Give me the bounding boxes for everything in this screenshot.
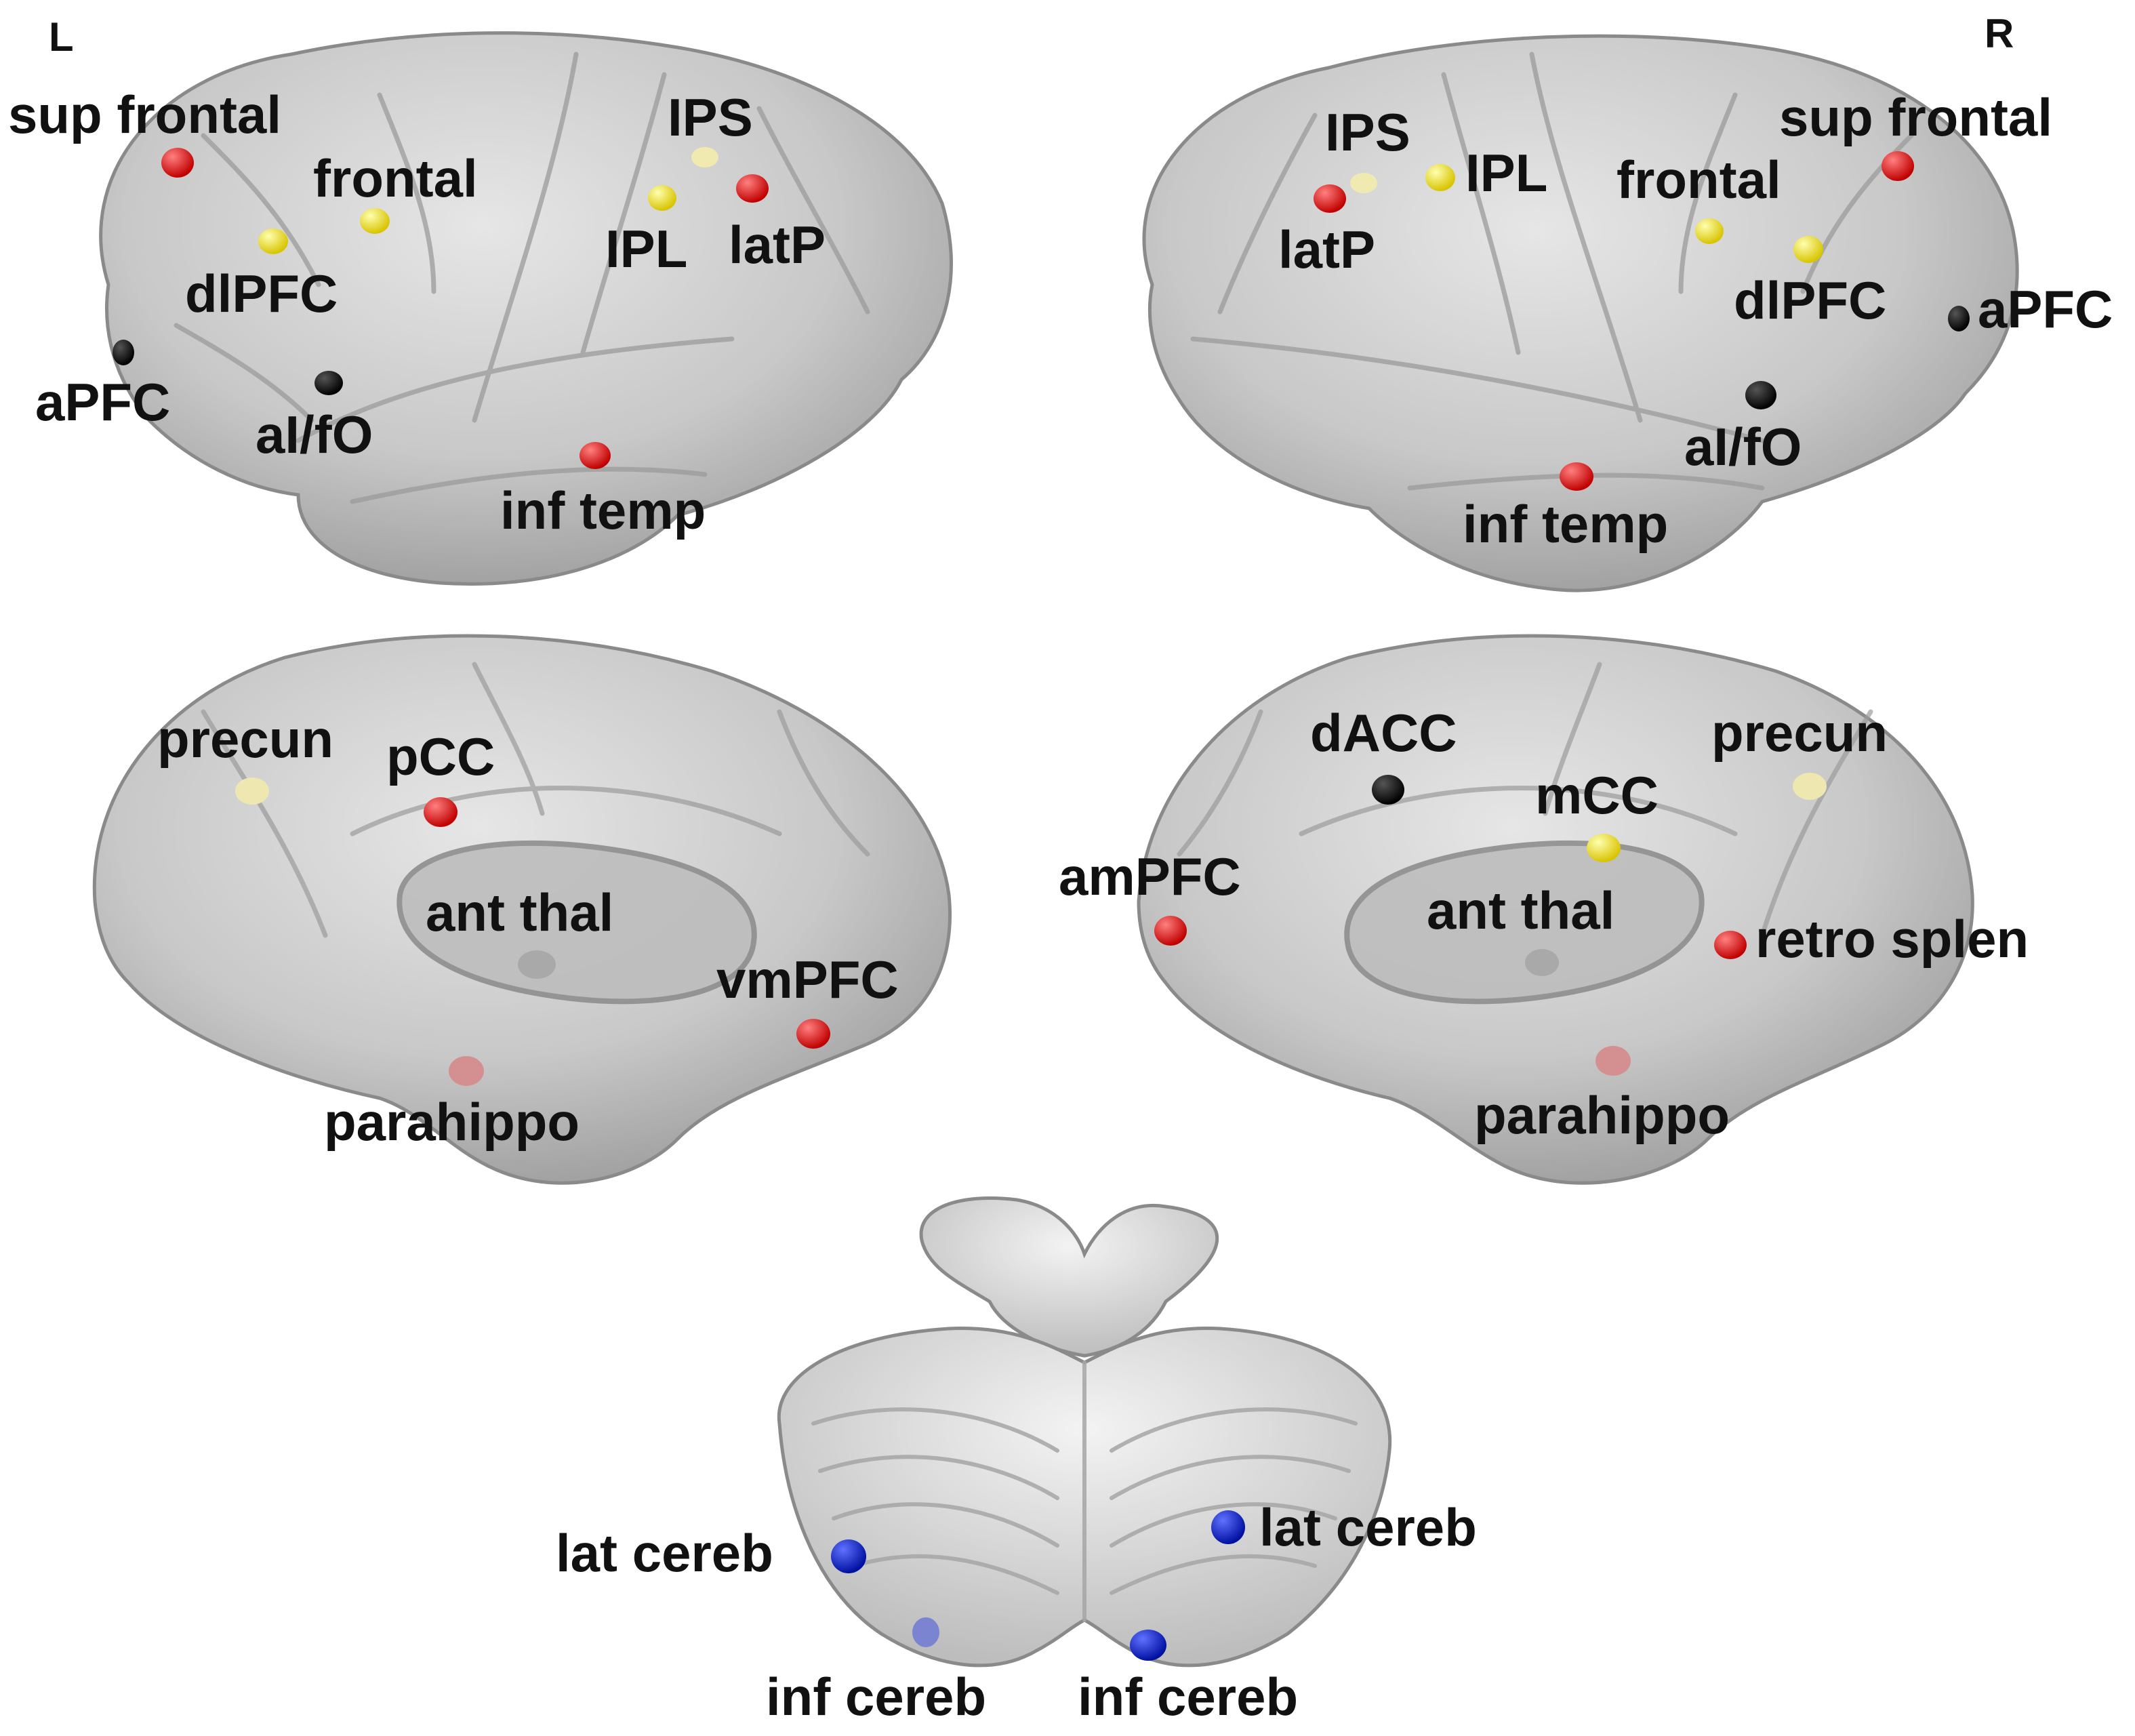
node-lm-vmpfc bbox=[796, 1019, 830, 1049]
node-cb-inf-cereb-right bbox=[1130, 1630, 1166, 1661]
node-rl-latp bbox=[1314, 184, 1346, 213]
node-rl-inf-temp bbox=[1560, 462, 1593, 491]
node-ll-sup-frontal bbox=[161, 148, 194, 178]
label-lm-pcc: pCC bbox=[386, 727, 495, 786]
left-lateral-brain bbox=[99, 31, 953, 586]
node-ll-ipl bbox=[648, 185, 676, 211]
node-ll-ips bbox=[691, 147, 718, 167]
node-rl-ipl bbox=[1425, 164, 1455, 191]
nodes bbox=[113, 147, 1970, 1661]
region-labels: sup frontal frontal IPS dlPFC IPL latP a… bbox=[8, 85, 2113, 1727]
node-rl-sup-frontal bbox=[1882, 151, 1914, 181]
label-lm-ant-thal: ant thal bbox=[426, 883, 613, 942]
node-rl-apfc bbox=[1948, 306, 1970, 331]
node-ll-latp bbox=[736, 174, 769, 203]
node-rm-retro-splen bbox=[1714, 931, 1747, 959]
node-rl-ai-fo bbox=[1745, 381, 1776, 409]
label-rl-latp: latP bbox=[1278, 220, 1375, 279]
node-ll-frontal bbox=[360, 208, 390, 234]
label-rl-dlpfc: dlPFC bbox=[1734, 270, 1886, 330]
left-medial-brain bbox=[92, 634, 952, 1185]
label-cb-inf-cereb-left: inf cereb bbox=[766, 1667, 986, 1727]
label-ll-frontal: frontal bbox=[313, 148, 478, 208]
node-cb-lat-cereb-right bbox=[1211, 1510, 1245, 1544]
label-cb-lat-cereb-right: lat cereb bbox=[1259, 1497, 1477, 1557]
label-rl-inf-temp: inf temp bbox=[1463, 494, 1668, 554]
left-hemisphere-label: L bbox=[49, 14, 74, 60]
label-cb-inf-cereb-right: inf cereb bbox=[1078, 1667, 1298, 1727]
label-cb-lat-cereb-left: lat cereb bbox=[556, 1523, 773, 1583]
label-rm-precun: precun bbox=[1711, 703, 1888, 763]
right-medial-brain bbox=[1137, 634, 1974, 1185]
label-rl-ipl: IPL bbox=[1465, 143, 1547, 203]
right-hemisphere-label: R bbox=[1985, 11, 2014, 56]
node-ll-inf-temp bbox=[580, 442, 611, 469]
label-ll-ips: IPS bbox=[668, 87, 753, 147]
node-lm-parahippo bbox=[449, 1056, 484, 1086]
label-rm-ampfc: amPFC bbox=[1059, 847, 1241, 906]
label-lm-vmpfc: vmPFC bbox=[716, 950, 899, 1009]
node-rl-frontal bbox=[1695, 218, 1724, 244]
node-cb-lat-cereb-left bbox=[831, 1539, 866, 1573]
node-ll-dlpfc bbox=[258, 228, 288, 254]
label-ll-ipl: IPL bbox=[605, 219, 687, 279]
label-rm-mcc: mCC bbox=[1535, 765, 1659, 825]
node-rm-dacc bbox=[1372, 775, 1404, 805]
label-ll-apfc: aPFC bbox=[35, 372, 170, 432]
node-rl-dlpfc bbox=[1793, 236, 1823, 263]
label-rl-apfc: aPFC bbox=[1978, 279, 2113, 339]
label-lm-parahippo: parahippo bbox=[324, 1092, 580, 1152]
label-rm-retro-splen: retro splen bbox=[1755, 909, 2029, 969]
node-cb-inf-cereb-left bbox=[912, 1617, 939, 1647]
node-rm-parahippo bbox=[1595, 1046, 1631, 1076]
label-rm-dacc: dACC bbox=[1310, 703, 1457, 763]
node-lm-ant-thal bbox=[518, 950, 556, 979]
node-rm-ampfc bbox=[1154, 916, 1187, 946]
label-rl-ips: IPS bbox=[1325, 102, 1410, 162]
label-ll-inf-temp: inf temp bbox=[500, 481, 706, 540]
node-rm-mcc bbox=[1587, 834, 1621, 862]
label-ll-dlpfc: dlPFC bbox=[185, 264, 338, 323]
node-lm-pcc bbox=[424, 797, 458, 827]
node-rm-ant-thal bbox=[1525, 949, 1559, 976]
cerebellum bbox=[777, 1196, 1392, 1668]
node-ll-ai-fo bbox=[314, 371, 343, 395]
node-rm-precun bbox=[1793, 773, 1827, 800]
label-rl-sup-frontal: sup frontal bbox=[1779, 87, 2052, 147]
node-lm-precun bbox=[235, 778, 269, 805]
label-rl-ai-fo: aI/fO bbox=[1684, 417, 1802, 477]
label-rl-frontal: frontal bbox=[1616, 150, 1781, 209]
node-ll-apfc bbox=[113, 340, 134, 365]
label-ll-latp: latP bbox=[729, 215, 826, 275]
label-lm-precun: precun bbox=[157, 709, 333, 769]
node-rl-ips bbox=[1350, 173, 1377, 193]
label-rm-ant-thal: ant thal bbox=[1427, 881, 1614, 940]
label-ll-sup-frontal: sup frontal bbox=[8, 85, 281, 144]
label-ll-ai-fo: aI/fO bbox=[256, 405, 373, 464]
label-rm-parahippo: parahippo bbox=[1474, 1085, 1730, 1145]
